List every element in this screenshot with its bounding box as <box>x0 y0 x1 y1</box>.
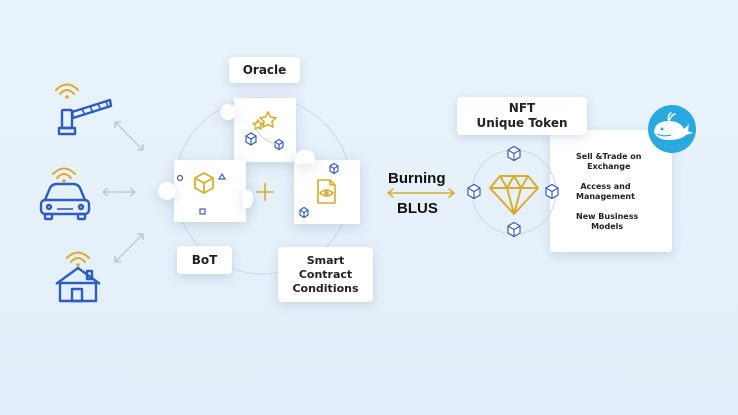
burning-label: Burning <box>388 170 446 187</box>
document-eye-icon <box>317 179 336 204</box>
smart-contract-line-2: Contract <box>298 267 353 281</box>
nft-diagram <box>467 145 559 238</box>
burning-arrow <box>387 188 455 198</box>
car-icon <box>39 182 91 221</box>
benefit-access-line-2: Management <box>576 192 635 201</box>
blus-label: BLUS <box>397 200 438 217</box>
smart-contract-line-1: Smart <box>306 253 345 267</box>
benefit-models-line-1: New Business <box>576 212 639 221</box>
oracle-text: Oracle <box>242 63 287 77</box>
benefit-trade-line-1: Sell &Trade on <box>576 152 642 161</box>
puzzle-knob <box>295 150 315 164</box>
puzzle-knob <box>158 182 176 200</box>
device-arrows <box>102 121 144 263</box>
benefit-access-line-1: Access and <box>580 182 631 191</box>
benefit-trade-line-2: Exchange <box>587 162 631 171</box>
smart-contract-line-3: Conditions <box>292 281 359 295</box>
cube-icon <box>299 162 339 219</box>
benefit-models-line-2: Models <box>591 222 624 231</box>
barrier-gate-icon <box>57 98 113 136</box>
diamond-icon <box>489 175 539 215</box>
nft-title-line-2: Unique Token <box>476 116 568 130</box>
whale-icon <box>648 105 696 153</box>
oracle-label: Oracle <box>229 57 300 83</box>
wifi-icon <box>55 83 79 99</box>
nft-orbit <box>471 149 557 235</box>
nft-title-line-1: NFT <box>508 101 536 115</box>
puzzle-piece-oracle <box>234 98 296 162</box>
puzzle-icons <box>176 111 339 219</box>
smart-contract-label: Smart Contract Conditions <box>278 247 373 302</box>
puzzle-knob <box>243 190 253 208</box>
plus-icon <box>256 183 274 201</box>
house-icon <box>55 266 101 303</box>
benefit-access: Access and Management <box>576 182 635 202</box>
benefit-models: New Business Models <box>576 212 638 232</box>
bot-label: BoT <box>177 246 232 274</box>
star-icon <box>252 111 277 130</box>
house-device <box>55 251 101 303</box>
wifi-icon <box>52 167 76 183</box>
car-device <box>39 167 91 221</box>
cube-icon <box>245 132 284 151</box>
wifi-icon <box>66 251 90 267</box>
nft-title-card: NFT Unique Token <box>457 97 587 135</box>
device-icons <box>39 83 113 303</box>
benefit-trade: Sell &Trade on Exchange <box>576 152 641 172</box>
bot-text: BoT <box>191 253 218 267</box>
puzzle-piece-bot <box>174 160 246 222</box>
cube-icon <box>467 145 559 238</box>
cube-icon <box>194 172 214 194</box>
barrier-gate-device <box>55 83 113 136</box>
benefits-panel: Sell &Trade on Exchange Access and Manag… <box>550 130 672 252</box>
puzzle-knob <box>220 104 236 120</box>
